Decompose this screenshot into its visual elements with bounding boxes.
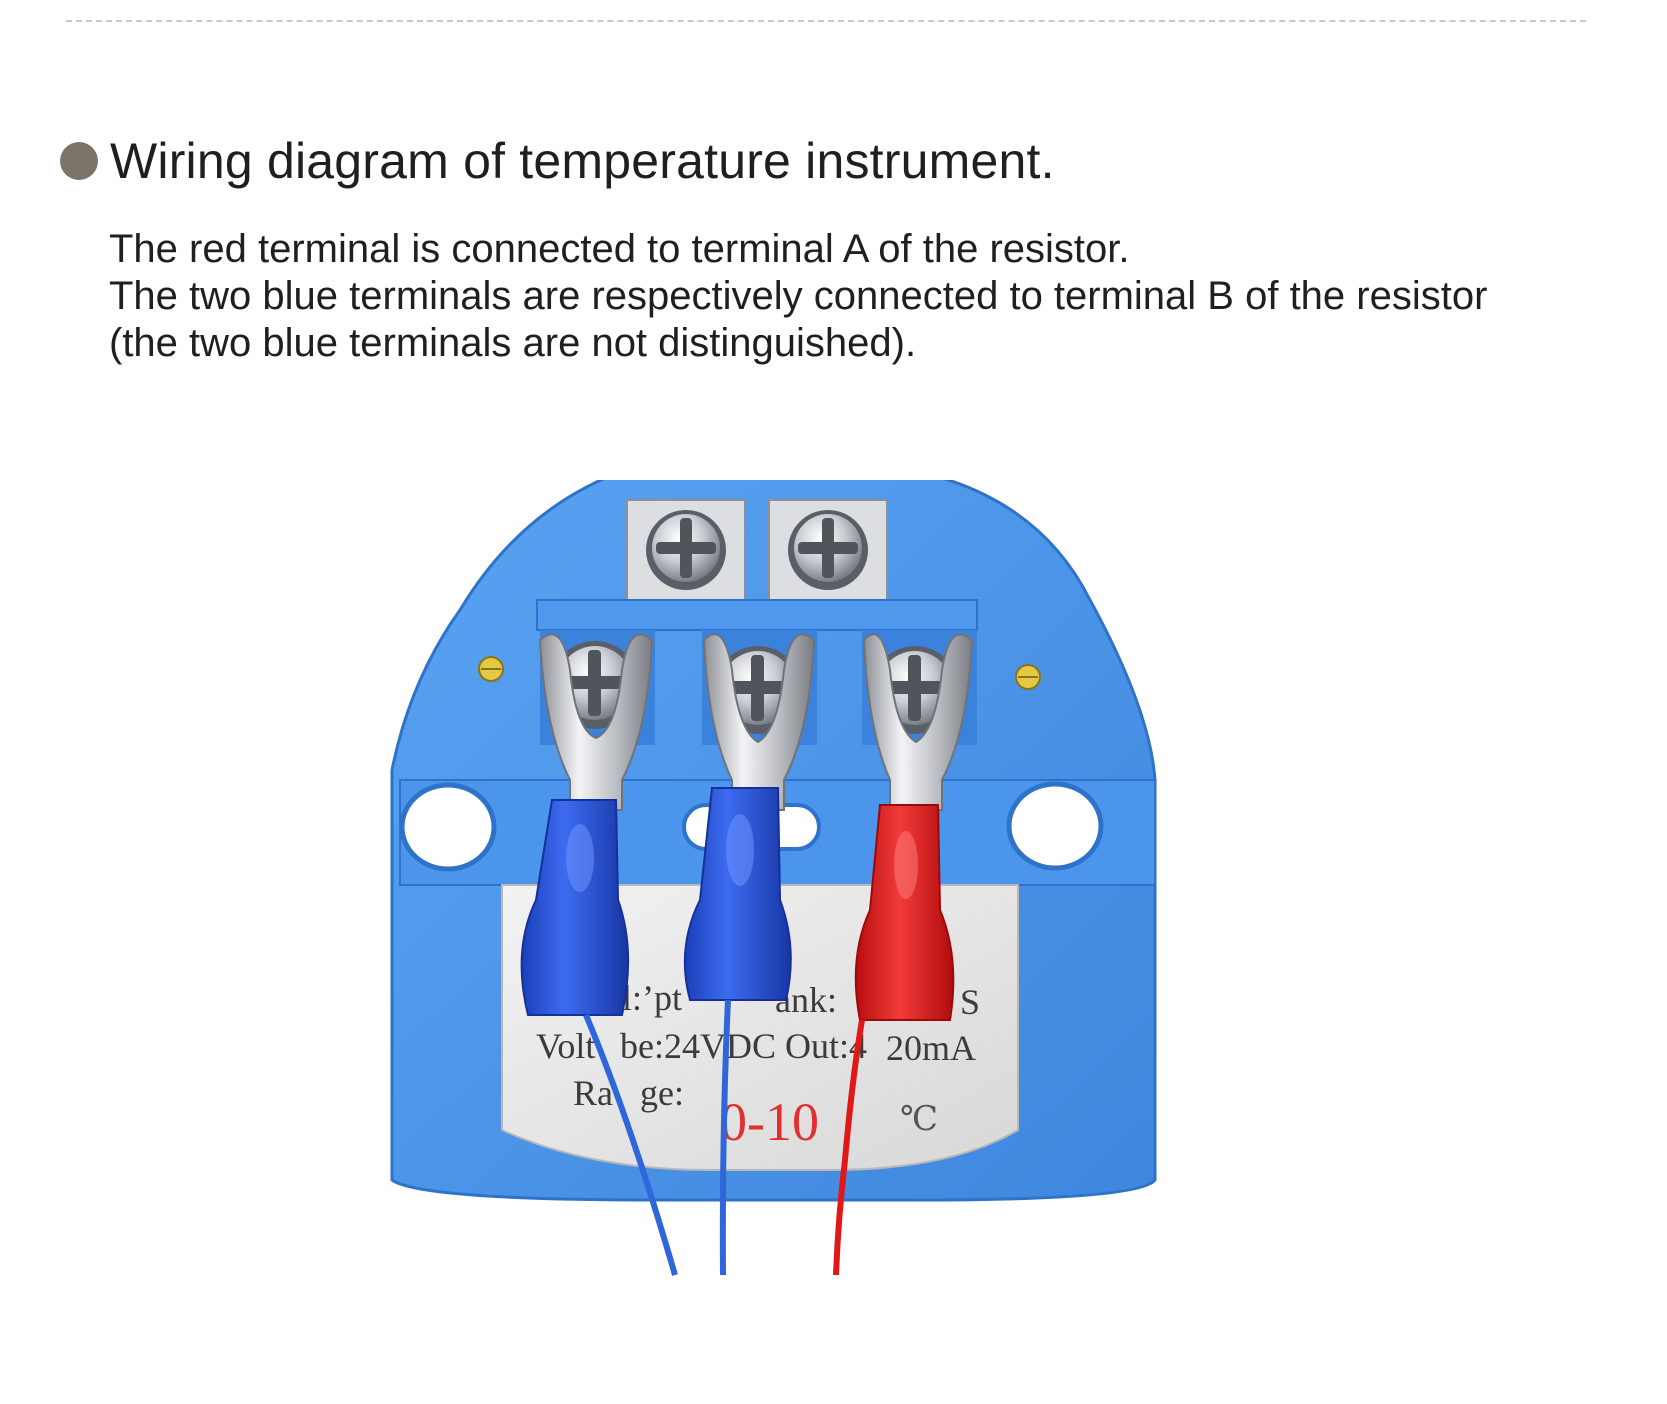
label-voltage-prefix: Volt xyxy=(536,1026,595,1066)
sensor-terminal-screws xyxy=(540,630,977,745)
label-range-value: 0-10 xyxy=(720,1092,819,1152)
label-range-unit: ℃ xyxy=(900,1101,938,1138)
blue-wire-1 xyxy=(583,1013,678,1276)
label-range-prefix: Ra xyxy=(573,1073,613,1113)
spade-lugs xyxy=(538,633,974,811)
bullet-dot-icon xyxy=(60,142,98,180)
blue-wire-2 xyxy=(719,999,731,1276)
blue-terminal-sleeve-2 xyxy=(683,787,792,1001)
red-wire xyxy=(833,1019,865,1276)
power-terminal-block xyxy=(536,499,978,631)
brass-screw-right xyxy=(1015,664,1041,690)
label-output-prefix: DC Out:4 xyxy=(726,1026,867,1066)
dashed-divider xyxy=(66,20,1586,22)
section-heading: Wiring diagram of temperature instrument… xyxy=(60,132,1055,190)
transmitter-photo: l:’pt ank: S Volt be:24V DC Out:4 20mA R… xyxy=(390,470,1250,1360)
description-line-blue-terminals: The two blue terminals are respectively … xyxy=(109,274,1488,318)
red-terminal-sleeve xyxy=(854,804,955,1021)
power-screw-2 xyxy=(788,510,868,590)
power-screw-1 xyxy=(646,510,726,590)
blue-terminal-sleeve-1 xyxy=(520,799,630,1016)
description-line-note: (the two blue terminals are not distingu… xyxy=(109,321,917,365)
label-model-left: l:’pt xyxy=(622,978,682,1018)
description-line-red-terminal: The red terminal is connected to termina… xyxy=(109,227,1130,271)
label-voltage-value: be:24V xyxy=(620,1026,726,1066)
brass-screw-left xyxy=(478,656,504,682)
heading-title: Wiring diagram of temperature instrument… xyxy=(110,133,1055,189)
label-output-value: 20mA xyxy=(886,1028,976,1068)
sensor-wires xyxy=(583,999,865,1276)
description-block: The red terminal is connected to termina… xyxy=(109,226,1487,367)
label-class-suffix: S xyxy=(960,982,980,1022)
mounting-hole-right xyxy=(1006,781,1104,871)
label-range-colon: ge: xyxy=(640,1073,684,1113)
sensor-screw-2 xyxy=(714,646,802,734)
mounting-hole-left xyxy=(399,782,497,872)
